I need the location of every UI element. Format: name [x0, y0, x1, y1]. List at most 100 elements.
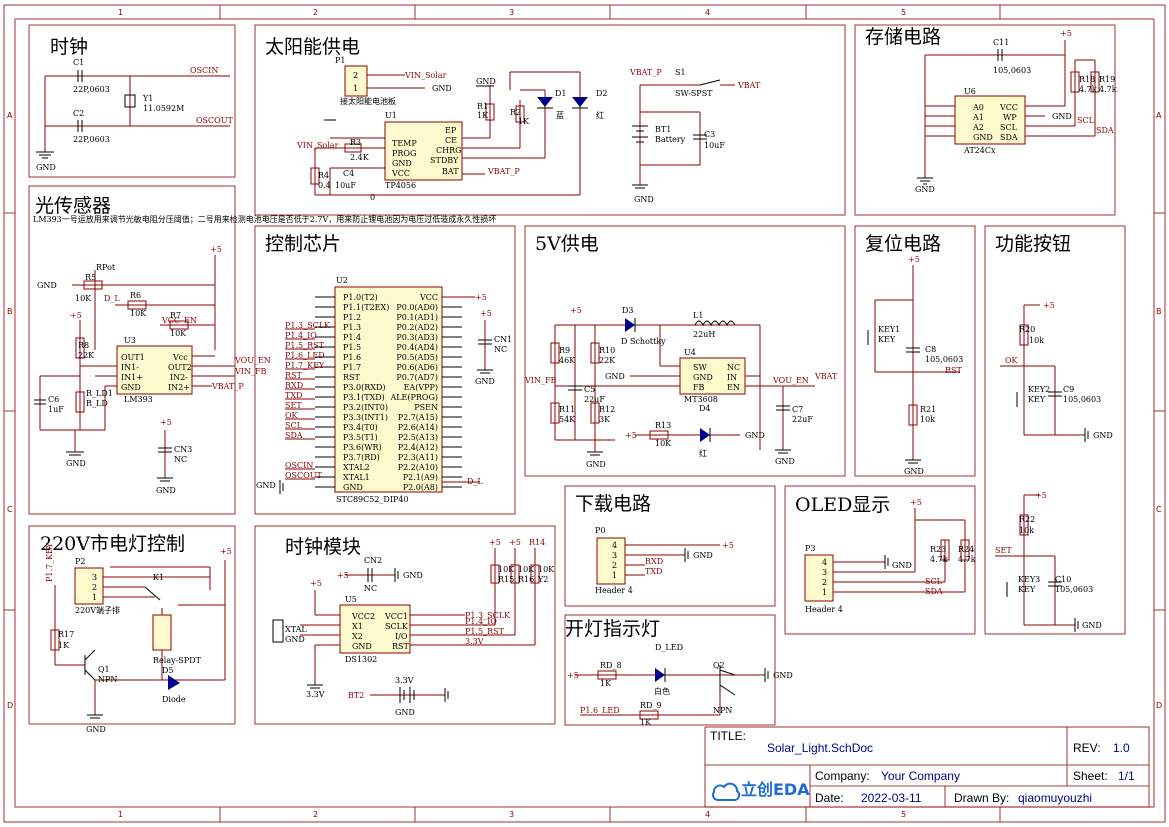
u2-right-pin: P2.1(A9): [403, 473, 438, 482]
c10-ref: C10: [1055, 575, 1071, 584]
u2-right-pin: P2.2(A10): [398, 463, 438, 472]
c11-ref: C11: [993, 38, 1009, 47]
bt2-val: GND: [395, 708, 415, 717]
u6-l0: A0: [972, 103, 984, 112]
u3-r2: IN2-: [170, 373, 188, 382]
net-vin-solar-1: VIN_Solar: [404, 71, 447, 80]
u3-name: LM393: [124, 395, 153, 404]
dl-gnd: GND: [693, 551, 713, 560]
v5-gnd-3: GND: [745, 431, 765, 440]
u5-ds1302: [339, 604, 411, 654]
u2-right-pin: VCC: [419, 293, 438, 302]
r22-ref: R22: [1019, 515, 1035, 524]
c7-val: 22uF: [792, 415, 813, 424]
u2-left-pin: P3.4(T0): [343, 423, 378, 432]
drawn-value: qiaomuyouzhi: [1018, 791, 1092, 805]
u3-l2: IN1+: [121, 373, 143, 382]
u2-right-pins: VCCP0.0(AD0)P0.1(AD1)P0.2(AD2)P0.3(AD3)P…: [389, 293, 462, 492]
u2-right-pin: P2.3(A11): [398, 453, 438, 462]
solar-gnd-2: GND: [476, 77, 496, 86]
sheet-label: Sheet:: [1073, 769, 1108, 783]
r5-ref: R5: [85, 273, 96, 282]
r18-val: 4.7k: [1079, 85, 1097, 94]
u2-left-pin: P1.7: [343, 363, 361, 372]
u2-right-pin: PSEN: [414, 403, 438, 412]
p2-terminal: [74, 567, 104, 605]
relay-k1: [152, 614, 172, 651]
mcu-title: 控制芯片: [265, 233, 341, 255]
rtc-plus5-1: +5: [337, 571, 349, 580]
block-lamp: 开灯指示灯 D_LED +5 RD_8 1K 白色 Q2 GND P1.6_LE…: [564, 614, 793, 727]
u1-l2: GND: [392, 159, 412, 168]
rtc-gnd-2: 3.3V: [306, 690, 325, 699]
rd9-val: 1K: [640, 718, 652, 727]
c2-val: 22P,0603: [73, 135, 110, 144]
storage-gnd: GND: [915, 185, 935, 194]
col-num-3: 3: [509, 8, 514, 17]
u2-left-pin: P3.2(INT0): [343, 403, 388, 412]
mcu-net-label: P1.5_RST: [285, 341, 325, 350]
company-label: Company:: [815, 769, 870, 783]
r1-ref: R1: [477, 102, 488, 111]
q1-ref: Q1: [98, 665, 110, 674]
dl-rxd: RXD: [645, 557, 663, 566]
light-plus5-2: +5: [160, 418, 172, 427]
mcu-net-label: RXD: [285, 381, 303, 390]
block-buttons: 功能按钮 +5 R20 10k OK KEY2 KEY C9 105,0603 …: [984, 225, 1126, 635]
y1-val: 11.0592M: [143, 104, 184, 113]
lamp-p16: P1.6_LED: [580, 706, 620, 715]
s1-name: SW-SPST: [675, 89, 713, 98]
u1-r4: BAT: [442, 167, 459, 176]
mcu-net-label: OSCIN: [285, 461, 313, 470]
u4-r1: IN: [727, 373, 737, 382]
u6-l3: GND: [973, 133, 993, 142]
c1-ref: C1: [73, 58, 84, 67]
download-title: 下载电路: [575, 493, 651, 515]
bt1-name: Battery: [655, 135, 686, 144]
r19-ref: R19: [1099, 75, 1115, 84]
rtc-plus5-3: +5: [489, 538, 501, 547]
mcu-net-label: P1.3_SCLK: [285, 321, 331, 330]
block-mains: 220V市电灯控制 P2 3 2 1 220V端子排 K1 P1.7_KEY +…: [28, 525, 236, 734]
u2-left-pin: P1.0(T2): [343, 293, 378, 302]
v5-plus5-2: +5: [625, 431, 637, 440]
key2-val: KEY: [1028, 395, 1046, 404]
p3-pin4: 4: [822, 558, 827, 567]
block-clock: 时钟 C1 22P,0603 C2 22P,0603 Y1 11.0592M G…: [28, 24, 236, 178]
row-letter-a: A: [7, 111, 13, 120]
v5-plus5: +5: [570, 306, 582, 315]
u2-right-pin: P0.3(AD3): [396, 333, 438, 342]
r8-ref: R8: [78, 341, 89, 350]
key1-ref: KEY1: [878, 325, 900, 334]
r4-val: 0.4: [318, 181, 331, 190]
u5-r3: RST: [392, 642, 410, 651]
mcu-gnd-1: GND: [475, 377, 495, 386]
c4-val: 10uF: [335, 181, 356, 190]
col-num-3b: 3: [509, 810, 514, 819]
key3-ref: KEY3: [1018, 575, 1040, 584]
u2-right-pin: P0.4(AD4): [396, 343, 438, 352]
mcu-net-label: SCL: [285, 421, 303, 430]
r19-val: 4.7k: [1099, 85, 1117, 94]
d3-ref: D3: [622, 306, 634, 315]
u4-name: MT3608: [684, 395, 718, 404]
date-value: 2022-03-11: [861, 791, 922, 805]
u1-r3: STDBY: [430, 156, 459, 165]
net-vcc-en: VCC_EN: [161, 316, 197, 325]
v5-vin-fb: VIN_FB: [524, 376, 556, 385]
row-letter-c: C: [7, 505, 13, 514]
r18-ref: R18: [1079, 75, 1095, 84]
u2-right-pin: ALE(PROG): [389, 393, 438, 402]
v5-vou-en: VOU_EN: [772, 376, 809, 385]
net-vin-fb: VIN_FB: [234, 367, 266, 376]
net-vbat-p-1: VBAT_P: [487, 167, 520, 176]
col-num-2b: 2: [313, 810, 318, 819]
u2-right-pin: P0.1(AD1): [396, 313, 438, 322]
u2-left-pin: XTAL2: [343, 463, 370, 472]
p3-header: [804, 554, 834, 602]
u2-ref: U2: [336, 276, 348, 285]
net-oscout: OSCOUT: [196, 116, 233, 125]
block-oled: OLED显示 P3 4 3 2 1 Header 4 +5 GND R23 4.…: [784, 485, 976, 635]
lamp-title: 开灯指示灯: [565, 618, 660, 640]
